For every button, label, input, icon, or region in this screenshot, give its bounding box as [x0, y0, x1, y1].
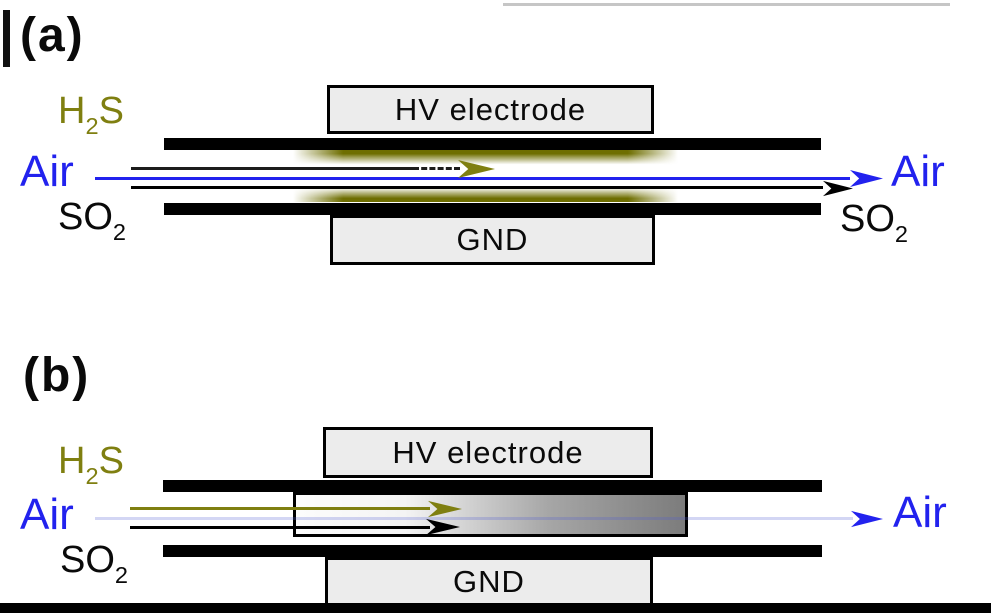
- panel-a-air-arrowhead-icon: [850, 169, 883, 188]
- panel-b-air-arrowhead-icon: [851, 510, 883, 528]
- panel-a-tube-wall-top: [164, 138, 821, 150]
- panel-a-outlet-so2-label: SO2: [840, 198, 909, 248]
- top-rule-line: [503, 3, 950, 6]
- panel-b-inlet-so2-label: SO2: [60, 539, 129, 589]
- panel-a-h2s-flow-line-dashed: [413, 167, 460, 170]
- panel-a-inlet-so2-label: SO2: [58, 196, 127, 246]
- panel-b-so2-flow-line: [130, 526, 430, 529]
- panel-a-air-flow-line: [95, 177, 850, 180]
- panel-b-tube-wall-bottom: [163, 545, 822, 557]
- panel-a-label: (a): [20, 9, 85, 62]
- panel-a-gnd-electrode-box: GND: [330, 215, 655, 265]
- panel-a-inlet-h2s-label: H2S: [58, 90, 124, 140]
- panel-a-h2s-flow-line: [131, 167, 413, 170]
- panel-a-gnd-label: GND: [456, 222, 529, 257]
- panel-b-air-flow-line: [95, 517, 853, 520]
- panel-b-inlet-h2s-label: H2S: [58, 440, 124, 490]
- panel-a-outlet-air-label: Air: [891, 147, 945, 196]
- panel-b-inlet-air-label: Air: [20, 490, 74, 539]
- panel-a-so2-arrowhead-icon: [823, 180, 853, 197]
- panel-b-hv-electrode-label: HV electrode: [392, 434, 584, 470]
- panel-b-gnd-electrode-box: GND: [325, 557, 653, 607]
- panel-b-outlet-air-label: Air: [893, 488, 947, 537]
- panel-b-so2-arrowhead-icon: [426, 518, 460, 536]
- panel-a-inlet-air-label: Air: [20, 147, 74, 196]
- panel-b-h2s-arrowhead-icon: [428, 500, 462, 518]
- panel-a-hv-electrode-label: HV electrode: [394, 91, 587, 127]
- panel-a-tube-wall-bottom: [164, 203, 821, 215]
- panel-b-hv-electrode-box: HV electrode: [323, 427, 653, 478]
- panel-b-catalyst-box: [293, 492, 688, 537]
- bottom-black-strip: [0, 603, 991, 613]
- panel-b-label: (b): [23, 349, 91, 402]
- panel-b-gnd-label: GND: [453, 564, 525, 599]
- panel-a-plasma-glow-bottom: [293, 187, 678, 202]
- panel-a-h2s-arrowhead-icon: [458, 159, 495, 179]
- panel-a-hv-electrode-box: HV electrode: [327, 85, 654, 134]
- panel-a-so2-flow-line: [131, 186, 823, 189]
- panel-b-h2s-flow-line: [130, 507, 430, 510]
- corner-mark: [3, 10, 10, 67]
- panel-b-tube-wall-top: [163, 480, 822, 492]
- panel-a-plasma-glow-top: [293, 150, 678, 165]
